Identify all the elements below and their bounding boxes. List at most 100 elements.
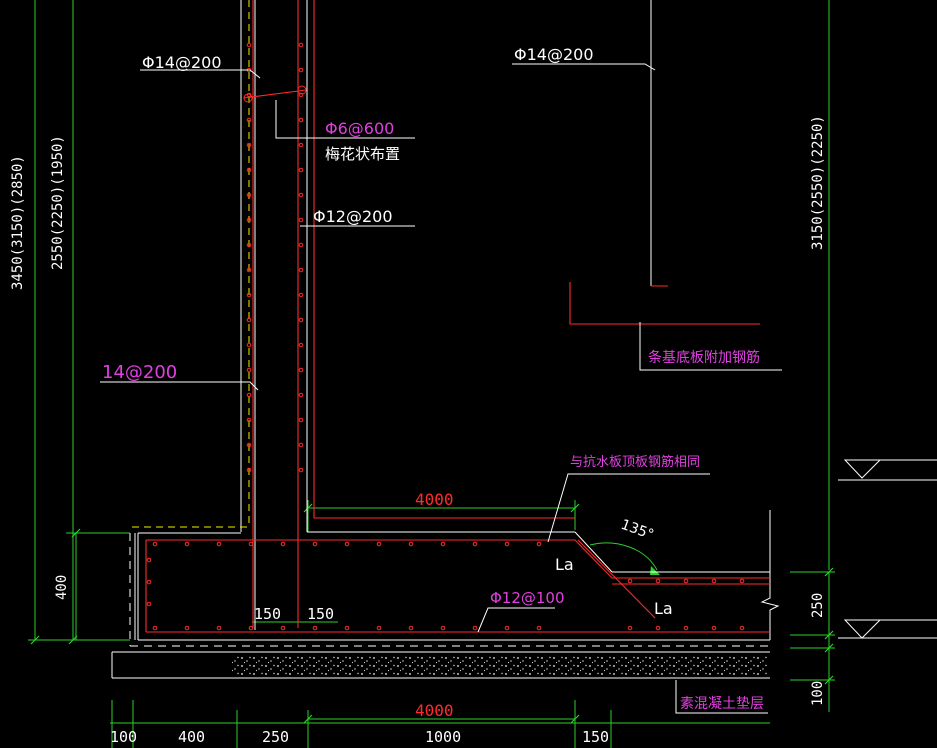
leader-lines <box>100 63 782 714</box>
dim-left-outer: 3450(3150)(2850) <box>10 155 26 290</box>
rebar-dot <box>298 167 304 173</box>
rebar-dot <box>683 625 689 631</box>
label-cushion-note: 素混凝土垫层 <box>680 696 764 712</box>
rebar-dot <box>440 541 446 547</box>
rebar-dot <box>248 541 254 547</box>
concrete-cushion <box>232 655 767 676</box>
label-tie-note: 梅花状布置 <box>325 145 400 163</box>
dimension-ticks <box>30 503 834 724</box>
rebar-dot <box>246 92 252 98</box>
rebar-dot <box>472 625 478 631</box>
rebar-dot <box>683 578 689 584</box>
rebar-dot <box>246 242 252 248</box>
dim-left-inner: 2550(2250)(1950) <box>50 135 66 270</box>
dim-bottom-2: 250 <box>262 728 289 746</box>
rebar-dot <box>298 317 304 323</box>
rebar-dot <box>184 625 190 631</box>
rebar-dot <box>312 625 318 631</box>
rebar-dot <box>504 625 510 631</box>
dashed-lines <box>129 533 770 647</box>
rebar-dot <box>298 92 304 98</box>
rebar-dot <box>408 625 414 631</box>
rebar-dot <box>739 578 745 584</box>
rebar-dot <box>627 578 633 584</box>
rebar-dot <box>739 625 745 631</box>
rebar-dot <box>246 42 252 48</box>
rebar-dot <box>246 317 252 323</box>
level-markers <box>843 459 882 639</box>
rebar-dot <box>711 578 717 584</box>
rebar-dot <box>344 625 350 631</box>
label-strip-base-note: 条基底板附加钢筋 <box>648 349 760 366</box>
rebar-dot <box>472 541 478 547</box>
dim-bottom-0: 100 <box>110 728 137 746</box>
label-wall-lower-bar: 14@200 <box>102 362 177 383</box>
dim-left-base: 400 <box>54 575 70 600</box>
rebar-dot <box>246 117 252 123</box>
dim-bottom-span: 4000 <box>415 701 454 720</box>
angle-arrowhead <box>650 566 660 575</box>
rebar-dot <box>246 367 252 373</box>
label-slab-bar: Φ12@100 <box>490 589 565 607</box>
rebar-dot <box>376 541 382 547</box>
rebar-dot <box>146 601 152 607</box>
rebar-dot <box>298 292 304 298</box>
rebar-dot <box>536 541 542 547</box>
dimension-lines <box>28 0 835 748</box>
dim-inner-offset-right: 150 <box>307 605 334 623</box>
rebar-dot <box>246 417 252 423</box>
reinforcement <box>145 0 770 633</box>
rebar-dot <box>440 625 446 631</box>
dim-top-span: 4000 <box>415 490 454 509</box>
rebar-dot <box>298 242 304 248</box>
dim-right-slab: 250 <box>810 593 826 618</box>
rebar-dot <box>280 541 286 547</box>
rebar-dot <box>298 267 304 273</box>
rebar-dot <box>298 42 304 48</box>
rebar-dot <box>298 117 304 123</box>
label-la-bottom: La <box>654 599 673 618</box>
rebar-dot <box>280 625 286 631</box>
rebar-dot <box>298 467 304 473</box>
rebar-dot <box>216 541 222 547</box>
dim-inner-offset-left: 150 <box>254 605 281 623</box>
rebar-dot <box>246 292 252 298</box>
label-angle: 135° <box>619 517 656 544</box>
rebar-dot <box>298 142 304 148</box>
rebar-dot <box>298 67 304 73</box>
rebar-dot <box>627 625 633 631</box>
rebar-dot <box>655 578 661 584</box>
rebar-dot <box>246 167 252 173</box>
rebar-dot <box>298 192 304 198</box>
rebar-dot <box>246 442 252 448</box>
rebar-dot <box>298 342 304 348</box>
label-la-top: La <box>555 555 574 574</box>
rebar-dot <box>246 192 252 198</box>
rebar-dot <box>298 392 304 398</box>
rebar-dot <box>298 217 304 223</box>
rebar-dot <box>298 417 304 423</box>
rebar-dot <box>711 625 717 631</box>
rebar-dot <box>246 342 252 348</box>
rebar-dot <box>248 625 254 631</box>
rebar-dot <box>246 217 252 223</box>
rebar-dot <box>536 625 542 631</box>
rebar-dots <box>146 42 745 631</box>
rebar-dot <box>298 367 304 373</box>
label-wall-inner-bar: Φ14@200 <box>514 45 594 64</box>
rebar-dot <box>246 267 252 273</box>
dim-bottom-4: 150 <box>582 728 609 746</box>
dim-right-cushion: 100 <box>810 681 826 706</box>
label-wall-vertical-bar: Φ12@200 <box>313 207 393 226</box>
label-wall-outer-bar: Φ14@200 <box>142 53 222 72</box>
rebar-dot <box>376 625 382 631</box>
rebar-dot <box>246 142 252 148</box>
rebar-dot <box>504 541 510 547</box>
rebar-dot <box>408 541 414 547</box>
rebar-dot <box>298 442 304 448</box>
rebar-dot <box>216 625 222 631</box>
rebar-dot <box>344 541 350 547</box>
rebar-dot <box>146 557 152 563</box>
rebar-dot <box>146 579 152 585</box>
